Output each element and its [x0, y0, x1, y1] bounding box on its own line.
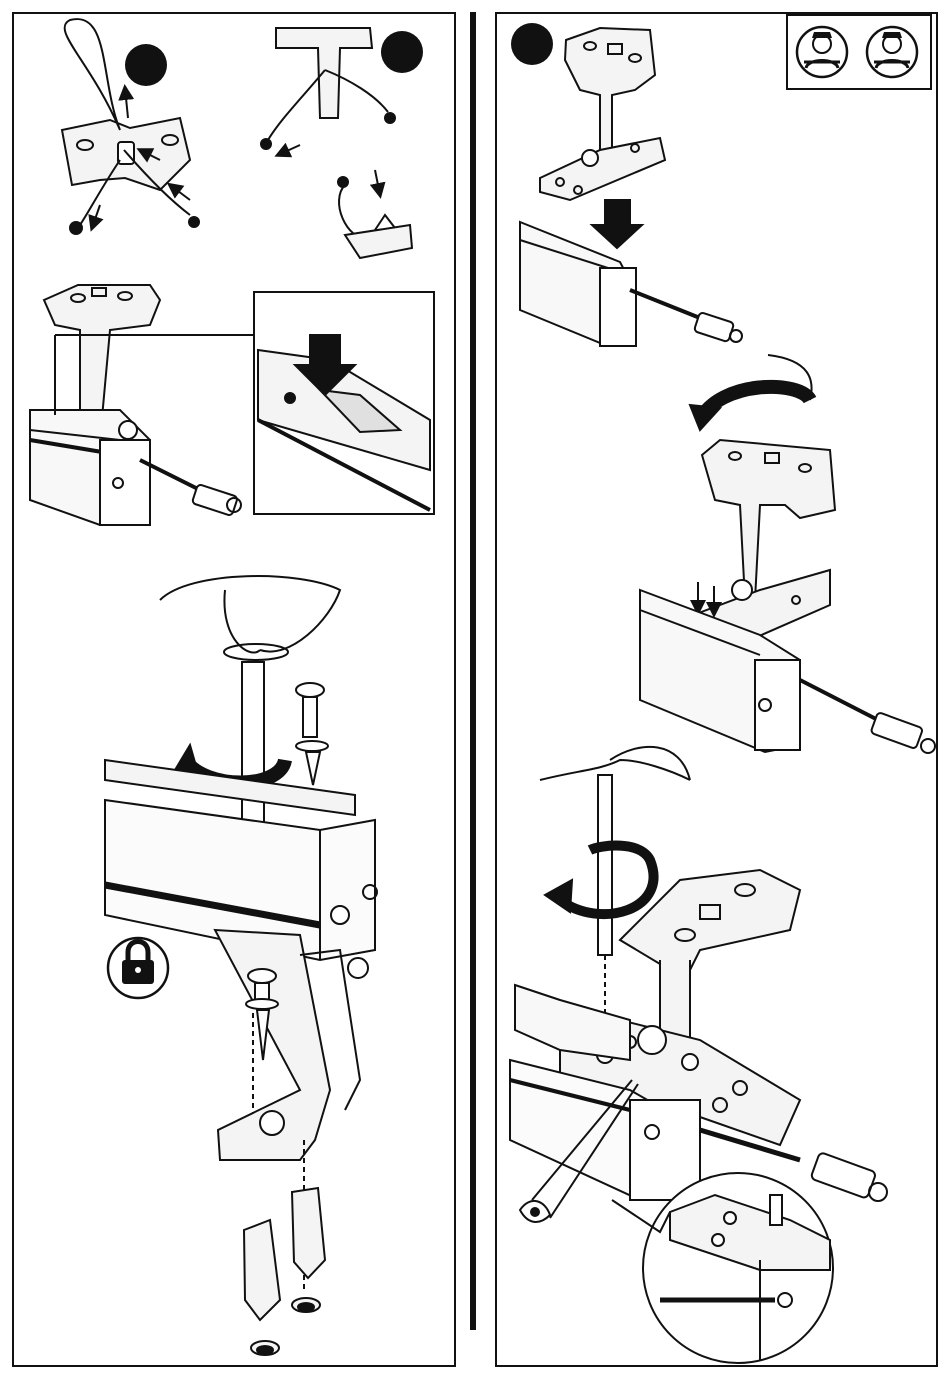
step-attach-plate [520, 28, 742, 346]
step-rotate-bracket [640, 355, 935, 753]
padlock-icon [108, 938, 168, 998]
step-badge-3 [511, 23, 553, 65]
cable-end-cap [188, 216, 200, 228]
step-badge-2 [381, 31, 423, 73]
step-insert-bracket-clip [30, 285, 255, 525]
detail-zoom-circle [612, 1173, 833, 1363]
technician-wrench-icon [797, 27, 847, 77]
wall-plug [292, 1188, 325, 1312]
step-screw-to-surface [105, 576, 377, 1290]
step-cable-through-bracket [62, 19, 190, 228]
screw [296, 683, 328, 785]
step-tighten-hex-key [510, 747, 887, 1201]
cable-end-cap [384, 112, 396, 124]
cable-end-cap [260, 138, 272, 150]
wall-plug [244, 1220, 280, 1355]
cable-end-cap [69, 221, 83, 235]
technician-wrench-icon [867, 27, 917, 77]
cable-end-cap [337, 176, 349, 188]
step-badge-1 [125, 44, 167, 86]
